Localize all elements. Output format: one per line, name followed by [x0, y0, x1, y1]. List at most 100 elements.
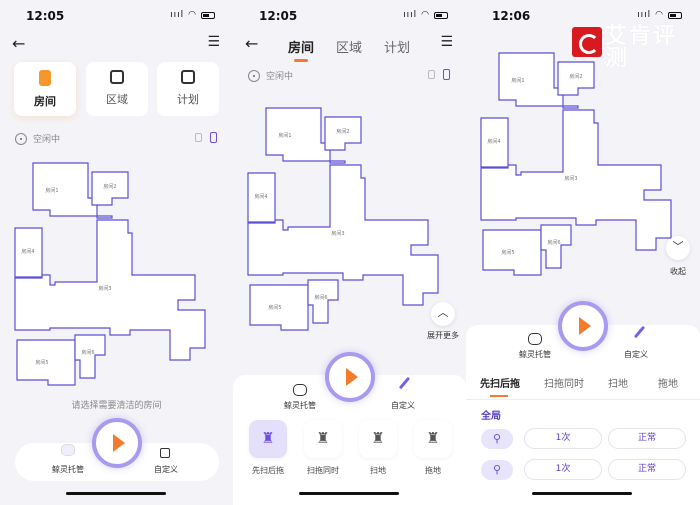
- card-label: 房间: [34, 95, 56, 108]
- room-label: 房间2: [103, 183, 116, 190]
- mop-water-select[interactable]: 正常: [608, 459, 686, 480]
- custom-label[interactable]: 自定义: [391, 401, 415, 410]
- divider: [466, 399, 700, 400]
- tab-room[interactable]: 房间: [288, 37, 314, 62]
- room-outline[interactable]: [480, 109, 672, 251]
- card-room[interactable]: 房间: [14, 62, 76, 116]
- card-schedule[interactable]: 计划: [157, 62, 219, 116]
- home-indicator: [299, 492, 399, 495]
- room-outline[interactable]: [14, 227, 43, 278]
- hint-text: 请选择需要清洁的房间: [71, 401, 162, 411]
- battery-icon: [668, 11, 682, 19]
- smart-mode-label[interactable]: 鲸灵托管: [284, 401, 316, 410]
- back-arrow-icon[interactable]: ←: [12, 34, 26, 53]
- tab-sweep[interactable]: 扫地: [608, 379, 628, 390]
- room-label: 房间3: [564, 175, 577, 182]
- home-indicator: [532, 492, 632, 495]
- room-label: 房间3: [331, 230, 344, 237]
- room-label: 房间5: [35, 359, 48, 366]
- menu-icon[interactable]: ☰: [440, 34, 453, 50]
- mode-mop[interactable]: ♜: [414, 420, 452, 458]
- mode-sweep-and-mop[interactable]: ♜: [304, 420, 342, 458]
- robot-status: 空闲中: [15, 132, 60, 145]
- battery-icon: [434, 11, 448, 19]
- wifi-icon: ◠: [421, 10, 430, 20]
- mode-label: 扫拖同时: [307, 466, 339, 475]
- tab-schedule[interactable]: 计划: [384, 41, 411, 56]
- watermark-text: 艾肯评测: [605, 24, 678, 71]
- room-label: 房间2: [569, 73, 582, 80]
- mode-label: 先扫后拖: [252, 466, 284, 475]
- room-outline[interactable]: [307, 279, 339, 324]
- collapse-button[interactable]: ﹀: [666, 236, 690, 260]
- mode-sweep-then-mop[interactable]: ♜: [249, 420, 287, 458]
- room-label: 房间5: [268, 304, 281, 311]
- room-outline[interactable]: [557, 61, 595, 96]
- start-button[interactable]: [325, 352, 375, 402]
- tab-sweep-then-mop[interactable]: 先扫后拖: [480, 379, 520, 390]
- battery-level-icon: [210, 132, 217, 143]
- mode-sweep[interactable]: ♜: [359, 420, 397, 458]
- sweep-mop-icon: ♜: [316, 429, 330, 447]
- edit-icon[interactable]: [160, 448, 170, 458]
- tab-mop[interactable]: 拖地: [658, 379, 678, 390]
- smart-robot-icon[interactable]: [61, 444, 75, 456]
- room-label: 房间6: [547, 239, 560, 246]
- room-outline[interactable]: [91, 171, 129, 206]
- battery-level-icon: [443, 69, 450, 80]
- room-outline[interactable]: [480, 117, 509, 168]
- status-time: 12:05: [259, 9, 298, 23]
- custom-label[interactable]: 自定义: [624, 350, 648, 359]
- robot-icon: [248, 69, 260, 82]
- mode-label: 拖地: [425, 466, 441, 475]
- custom-label[interactable]: 自定义: [154, 465, 178, 474]
- robot-status: 空闲中: [248, 69, 293, 82]
- smart-mode-label[interactable]: 鲸灵托管: [519, 350, 551, 359]
- tab-area[interactable]: 区域: [336, 41, 363, 56]
- signal-icon: ıııl: [403, 10, 418, 20]
- room-outline[interactable]: [74, 334, 106, 379]
- mop-times-select[interactable]: 1次: [524, 459, 602, 480]
- room-outline[interactable]: [324, 116, 362, 151]
- area-icon: [110, 70, 124, 84]
- start-button[interactable]: [92, 418, 142, 468]
- back-arrow-icon[interactable]: ←: [245, 34, 259, 53]
- status-time: 12:06: [492, 9, 531, 23]
- sweep-times-select[interactable]: 1次: [524, 428, 602, 449]
- sweep-power-select[interactable]: 正常: [608, 428, 686, 449]
- expand-button[interactable]: ︿: [431, 302, 455, 326]
- top-tabs: 房间 区域 计划: [288, 37, 411, 62]
- expand-label[interactable]: 展开更多: [427, 331, 459, 340]
- smart-robot-icon[interactable]: [528, 333, 542, 345]
- mop-icon: ♜: [426, 429, 440, 447]
- broom-icon: ♜: [371, 429, 385, 447]
- tab-sweep-and-mop[interactable]: 扫拖同时: [544, 379, 584, 390]
- smart-mode-label[interactable]: 鲸灵托管: [52, 465, 84, 474]
- room-label: 房间2: [336, 128, 349, 135]
- card-area[interactable]: 区域: [86, 62, 148, 116]
- device-indicators: [428, 69, 450, 80]
- room-outline[interactable]: [14, 219, 206, 361]
- smart-robot-icon[interactable]: [293, 384, 307, 396]
- water-tank-icon: [428, 70, 435, 79]
- watermark-logo: [572, 27, 602, 57]
- sweep-mop-icon: ♜: [261, 429, 275, 447]
- signal-icon: ıııl: [637, 10, 652, 20]
- room-label: 房间4: [254, 193, 267, 200]
- menu-icon[interactable]: ☰: [207, 34, 220, 50]
- room-outline[interactable]: [247, 172, 276, 223]
- room-outline[interactable]: [540, 224, 572, 269]
- status-icons: ıııl◠: [170, 10, 215, 20]
- water-tank-icon: [195, 133, 202, 142]
- collapse-label[interactable]: 收起: [670, 267, 686, 276]
- room-outline[interactable]: [247, 164, 439, 306]
- mode-label: 扫地: [370, 466, 386, 475]
- mop-icon: ⚲: [481, 460, 513, 480]
- wifi-icon: ◠: [188, 10, 197, 20]
- room-label: 房间1: [278, 132, 291, 139]
- start-button[interactable]: [558, 301, 608, 351]
